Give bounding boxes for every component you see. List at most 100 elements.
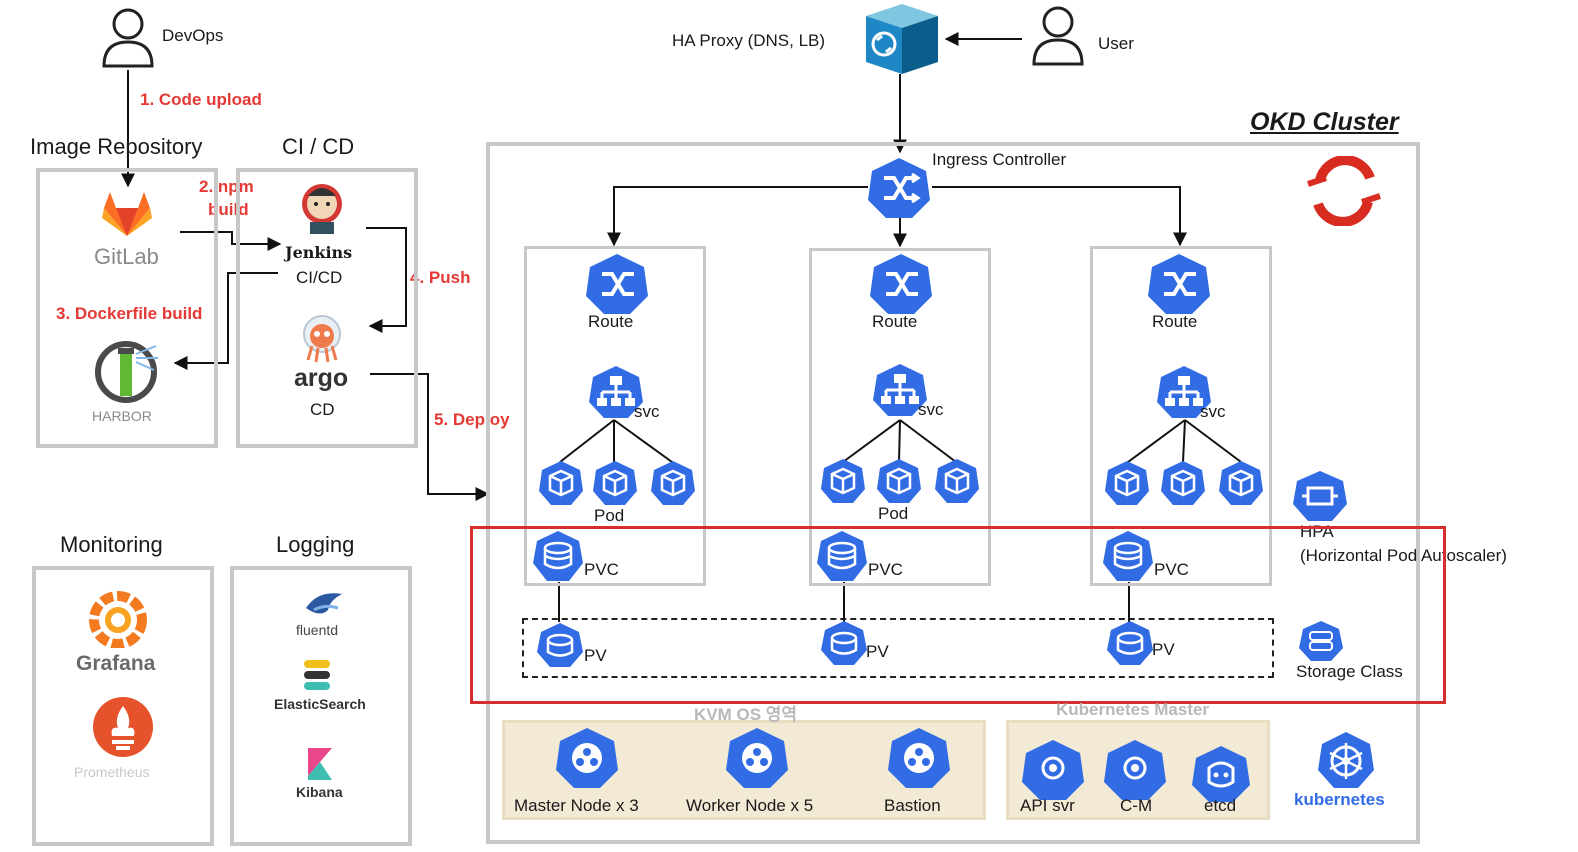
monitoring-title: Monitoring: [60, 532, 163, 557]
pod-icon: [820, 458, 866, 509]
pod-icon: [1218, 460, 1264, 511]
elasticsearch-label: ElasticSearch: [274, 696, 366, 712]
prometheus-icon: [92, 696, 154, 763]
storage-class-icon: [1298, 620, 1344, 667]
master-node-label: Master Node x 3: [514, 796, 639, 815]
ci-cd-title: CI / CD: [282, 134, 355, 159]
kubernetes-label: kubernetes: [1294, 790, 1385, 809]
pod-label-2: Pod: [878, 504, 909, 523]
pv-label-2: PV: [866, 642, 889, 661]
svc-label-3: svc: [1200, 402, 1226, 421]
pv-icon-2: [820, 620, 868, 671]
ingress-controller-icon: [866, 156, 932, 225]
okd-cluster-box: [486, 142, 1420, 844]
pod-icon: [1104, 460, 1150, 511]
pod-icon: [538, 460, 584, 511]
bastion-label: Bastion: [884, 796, 941, 815]
gitlab-label: GitLab: [94, 244, 159, 269]
ingress-controller-label: Ingress Controller: [932, 150, 1067, 169]
pvc-label-1: PVC: [584, 560, 619, 579]
logging-title: Logging: [276, 532, 355, 557]
pvc-label-2: PVC: [868, 560, 903, 579]
harbor-icon: [92, 338, 162, 411]
worker-node-label: Worker Node x 5: [686, 796, 814, 815]
elasticsearch-icon: [302, 658, 332, 697]
svc-icon-1: [588, 364, 644, 425]
route-label-1: Route: [588, 312, 634, 331]
step-code-upload: 1. Code upload: [140, 90, 262, 109]
etcd-label: etcd: [1204, 796, 1237, 815]
storage-group-box: [522, 618, 1274, 678]
jenkins-icon: [298, 182, 346, 241]
harbor-label: HARBOR: [92, 408, 152, 424]
pv-icon-1: [536, 622, 584, 673]
pod-icon: [876, 458, 922, 509]
step-npm-build-1: 2. npm: [199, 177, 254, 196]
kibana-label: Kibana: [296, 784, 343, 800]
step-push: 4. Push: [410, 268, 471, 287]
monitoring-box: [32, 566, 214, 846]
logging-box: [230, 566, 412, 846]
openshift-logo-icon: [1304, 155, 1384, 231]
svc-icon-2: [872, 362, 928, 423]
api-server-label: API svr: [1020, 796, 1075, 815]
controller-manager-label: C-M: [1120, 796, 1153, 815]
image-repository-box: [36, 168, 218, 448]
svc-label-2: svc: [918, 400, 944, 419]
step-deploy: 5. Deploy: [434, 410, 510, 429]
kvm-os-title: KVM OS 영역: [694, 705, 798, 724]
worker-node-icon: [724, 726, 790, 795]
route-label-3: Route: [1152, 312, 1198, 331]
devops-label: DevOps: [162, 26, 224, 45]
devops-user-icon: [100, 6, 156, 73]
api-server-icon: [1020, 738, 1086, 807]
app-column-3: [1090, 246, 1272, 586]
pvc-icon-3: [1102, 530, 1154, 587]
argo-sub-label: CD: [310, 400, 335, 419]
jenkins-sub-label: CI/CD: [296, 268, 343, 287]
storage-class-label: Storage Class: [1296, 662, 1403, 681]
image-repository-title: Image Repository: [30, 134, 203, 159]
user-label: User: [1098, 34, 1134, 53]
ci-cd-box: [236, 168, 418, 448]
pod-icon: [592, 460, 638, 511]
k8s-master-title: Kubernetes Master: [1056, 700, 1210, 719]
route-icon-3: [1146, 252, 1212, 321]
app-column-2: [809, 248, 991, 586]
argo-icon: [300, 314, 344, 369]
hpa-description: (Horizontal Pod Autoscaler): [1300, 546, 1507, 565]
pvc-label-3: PVC: [1154, 560, 1189, 579]
pv-label-1: PV: [584, 646, 607, 665]
okd-cluster-title: OKD Cluster: [1250, 108, 1399, 136]
user-icon: [1030, 4, 1086, 71]
jenkins-label: Jenkins: [285, 243, 353, 262]
svc-icon-3: [1156, 364, 1212, 425]
controller-manager-icon: [1102, 738, 1168, 807]
app-column-1: [524, 246, 706, 586]
kubernetes-logo-icon: [1316, 730, 1376, 795]
pv-label-3: PV: [1152, 640, 1175, 659]
master-node-icon: [554, 726, 620, 795]
step-dockerfile-build: 3. Dockerfile build: [56, 304, 203, 323]
highlight-box: [470, 526, 1446, 704]
hpa-icon: [1292, 470, 1348, 527]
pod-icon: [650, 460, 696, 511]
pv-icon-3: [1106, 620, 1154, 671]
grafana-icon: [86, 588, 150, 653]
pod-icon: [1160, 460, 1206, 511]
gitlab-icon: [100, 190, 154, 243]
prometheus-label: Prometheus: [74, 764, 150, 780]
route-icon-2: [868, 252, 934, 321]
pvc-icon-1: [532, 530, 584, 587]
fluentd-icon: [304, 588, 344, 627]
route-label-2: Route: [872, 312, 918, 331]
grafana-label: Grafana: [76, 652, 156, 675]
ha-proxy-icon: [862, 2, 940, 81]
kibana-icon: [306, 746, 334, 787]
pod-label-1: Pod: [594, 506, 625, 525]
pod-icon: [934, 458, 980, 509]
ha-proxy-label: HA Proxy (DNS, LB): [672, 31, 826, 50]
etcd-icon: [1190, 744, 1252, 809]
svc-label-1: svc: [634, 402, 660, 421]
argo-label: argo: [294, 364, 349, 392]
